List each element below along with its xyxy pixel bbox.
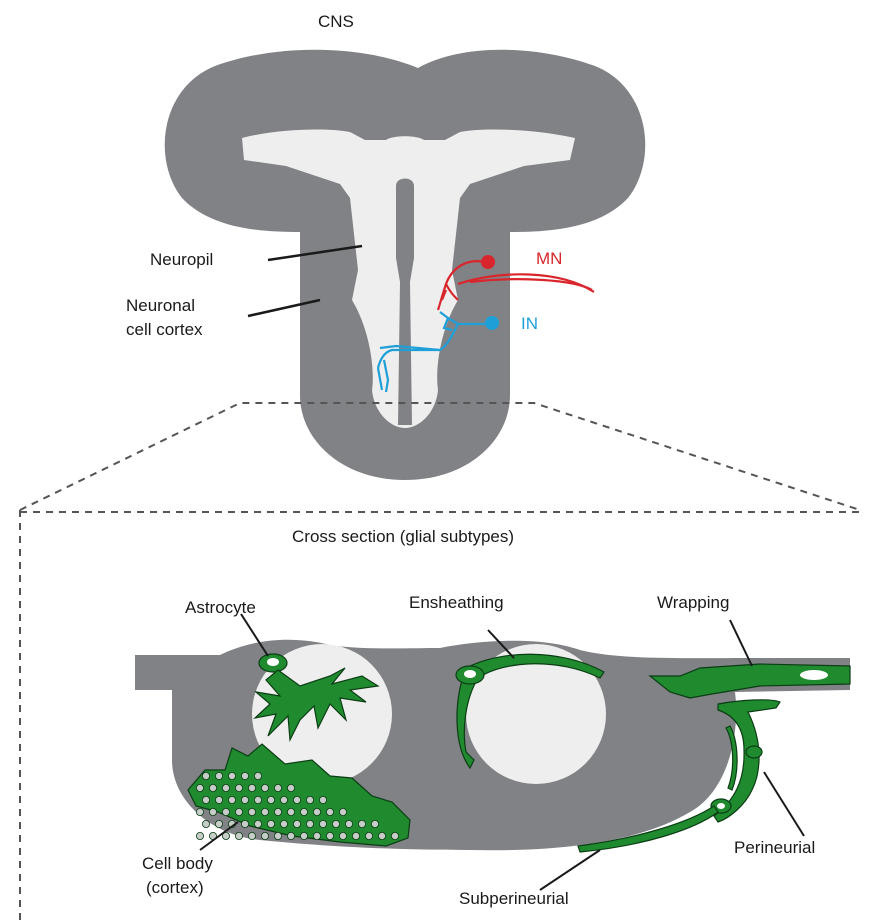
- nucleus: [196, 808, 203, 815]
- nucleus: [196, 784, 203, 791]
- nucleus: [358, 820, 365, 827]
- nucleus: [326, 832, 333, 839]
- nucleus: [196, 832, 203, 839]
- nucleus: [391, 832, 398, 839]
- nucleus: [222, 784, 229, 791]
- cortex-label-line2: cell cortex: [126, 320, 203, 339]
- nucleus: [287, 808, 294, 815]
- nucleus: [254, 796, 261, 803]
- cell-body-label-line2: (cortex): [146, 878, 204, 897]
- nucleus: [209, 784, 216, 791]
- nucleus: [352, 832, 359, 839]
- nucleus: [306, 796, 313, 803]
- cell-body-label-line1: Cell body: [142, 854, 213, 873]
- nucleus: [228, 796, 235, 803]
- cortex-label-line1: Neuronal: [126, 296, 195, 315]
- nucleus: [209, 808, 216, 815]
- astrocyte-label: Astrocyte: [185, 598, 256, 617]
- nucleus: [215, 820, 222, 827]
- nucleus: [202, 796, 209, 803]
- nucleus: [313, 832, 320, 839]
- nucleus: [345, 820, 352, 827]
- nucleus: [261, 832, 268, 839]
- nucleus: [313, 808, 320, 815]
- neuropil-label: Neuropil: [150, 250, 213, 269]
- nucleus: [306, 820, 313, 827]
- nucleus: [241, 820, 248, 827]
- perineurial-leader: [764, 772, 804, 836]
- subperineurial-label: Subperineurial: [459, 889, 569, 908]
- nucleus: [228, 772, 235, 779]
- nucleus: [248, 808, 255, 815]
- perineurial-label: Perineurial: [734, 838, 815, 857]
- nucleus: [241, 796, 248, 803]
- mn-label: MN: [536, 249, 562, 268]
- nucleus: [261, 808, 268, 815]
- nucleus: [202, 772, 209, 779]
- cross-section-title: Cross section (glial subtypes): [292, 527, 514, 546]
- in-label: IN: [521, 314, 538, 333]
- subperineurial-leader: [540, 850, 600, 890]
- nucleus: [378, 832, 385, 839]
- nucleus: [319, 796, 326, 803]
- nucleus: [235, 784, 242, 791]
- cns-outline: [165, 50, 645, 480]
- ensheathing-label: Ensheathing: [409, 593, 504, 612]
- nucleus: [254, 772, 261, 779]
- nucleus: [332, 820, 339, 827]
- nucleus: [241, 772, 248, 779]
- nucleus: [267, 796, 274, 803]
- nucleus: [371, 820, 378, 827]
- nucleus: [287, 832, 294, 839]
- nucleus: [274, 784, 281, 791]
- nucleus: [248, 832, 255, 839]
- nucleus: [274, 808, 281, 815]
- nucleus: [215, 772, 222, 779]
- wrapping-label: Wrapping: [657, 593, 729, 612]
- nucleus: [235, 808, 242, 815]
- nucleus: [261, 784, 268, 791]
- nucleus: [215, 796, 222, 803]
- nucleus: [300, 832, 307, 839]
- nucleus: [280, 820, 287, 827]
- nucleus: [326, 808, 333, 815]
- nucleus: [248, 784, 255, 791]
- nucleus: [254, 820, 261, 827]
- nucleus: [365, 832, 372, 839]
- nucleus: [274, 832, 281, 839]
- nucleus: [235, 832, 242, 839]
- nucleus: [293, 820, 300, 827]
- nucleus: [293, 796, 300, 803]
- nucleus: [319, 820, 326, 827]
- nucleus: [339, 808, 346, 815]
- nucleus: [280, 796, 287, 803]
- nucleus: [202, 820, 209, 827]
- nucleus: [287, 784, 294, 791]
- cns-title: CNS: [318, 12, 354, 31]
- nucleus: [222, 808, 229, 815]
- nucleus: [300, 808, 307, 815]
- nucleus: [339, 832, 346, 839]
- nucleus: [267, 820, 274, 827]
